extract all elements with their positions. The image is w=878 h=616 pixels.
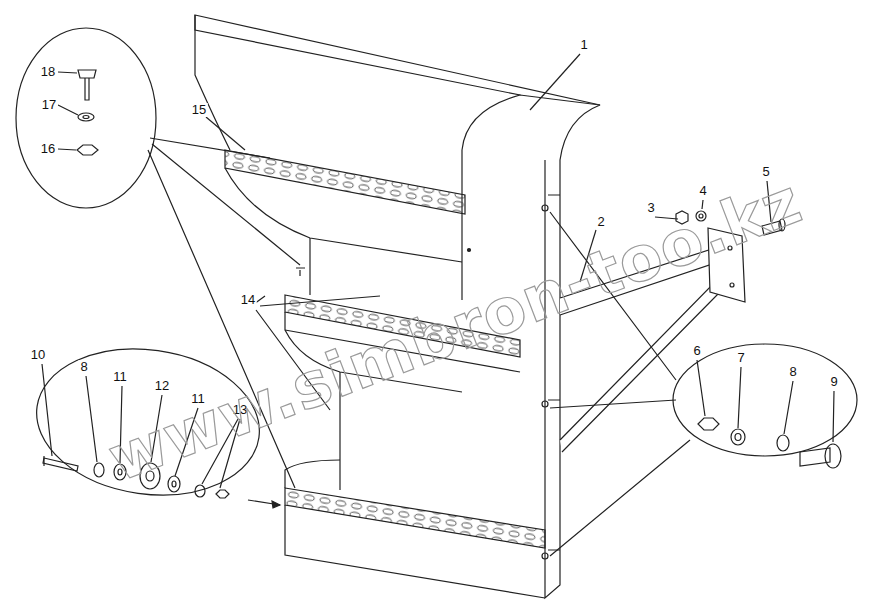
callout-number: 8: [787, 365, 798, 379]
callout-number: 10: [29, 348, 47, 362]
callout-number: 18: [39, 65, 57, 79]
callout-number: 1: [578, 38, 589, 52]
callout-number: 11: [111, 370, 129, 384]
callout-number: 17: [40, 98, 58, 112]
callout-number: 2: [595, 215, 606, 229]
callout-number: 14: [239, 293, 257, 307]
callout-number: 7: [735, 351, 746, 365]
callout-number: 8: [78, 360, 89, 374]
callout-number: 6: [691, 344, 702, 358]
callout-number: 9: [828, 375, 839, 389]
watermark: www.simbron-too.kz: [99, 164, 812, 496]
callout-number: 12: [153, 379, 171, 393]
callout-number: 16: [39, 142, 57, 156]
callout-number: 15: [190, 103, 208, 117]
